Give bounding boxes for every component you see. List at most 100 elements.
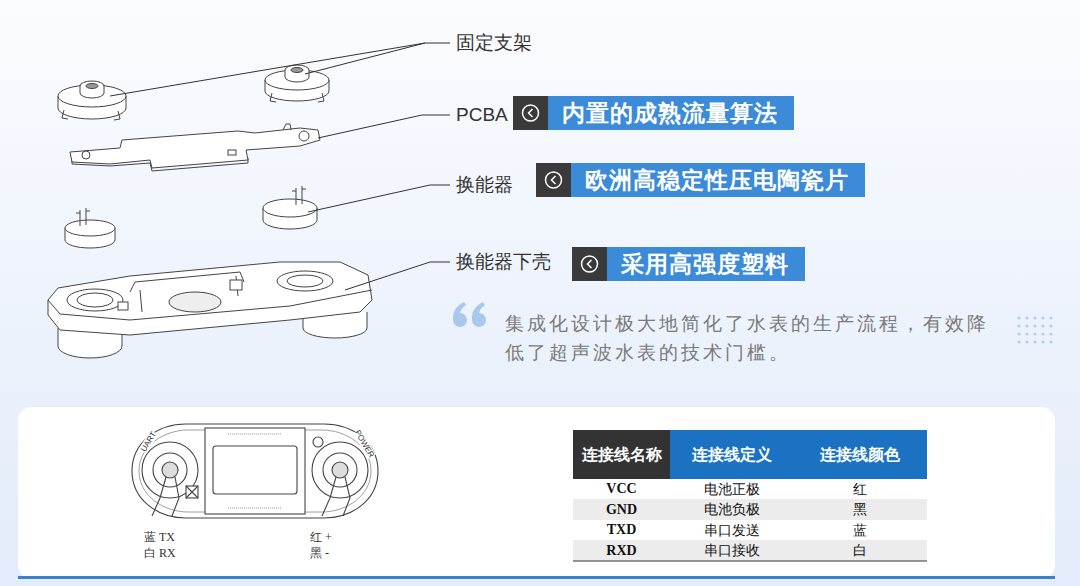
quote-text: 集成化设计极大地简化了水表的生产流程，有效降低了超声波水表的技术门槛。 [505,312,989,363]
table-row [573,499,927,520]
part-name: PCBA [456,104,508,125]
table-cell: 黑 [853,501,867,517]
transducer-top [65,220,115,236]
header-text: 连接线颜色 [814,430,906,479]
wire-label: 黑 - [310,546,329,560]
module-top-view [132,424,378,518]
table-cell: 白 [853,542,867,558]
leader-line [110,43,450,96]
table-cell-box: 白 [793,540,927,561]
part-name-box: PCBA [456,102,508,127]
table-cell: 电池正极 [704,481,760,497]
module-center [205,428,305,514]
banner-icon [572,247,607,281]
table-cell-box: 电池正极 [670,479,793,499]
table-header-cell: 连接线名称 [573,430,670,479]
bracket-left [58,81,126,120]
port-ring [312,442,368,498]
header-text: 连接线定义 [686,430,778,479]
housing-rib [130,272,244,312]
lower-housing [48,262,372,358]
icon-ground [536,163,571,197]
part-name-box: 换能器下壳 [456,249,551,274]
transducer-pin [76,208,90,226]
table-row [573,520,927,540]
bottom-panel [18,407,1055,579]
banner-text: 内置的成熟流量算法 [548,96,792,130]
pcba-outline [70,128,320,168]
icon-chevron [588,260,592,268]
banner-text: 采用高强度塑料 [607,247,803,281]
icon-ring [546,172,562,188]
table-cell-box: 电池负极 [670,499,793,520]
quote-tail [472,302,485,320]
table-cell: 串口接收 [704,542,760,558]
table-cell: 蓝 [853,522,867,538]
table-cell-box: 串口接收 [670,540,793,561]
part-name-box: 固定支架 [456,30,532,55]
table-cell: 串口发送 [704,522,760,538]
wire-label: 蓝 TX [144,530,175,544]
part-name: 固定支架 [456,32,532,53]
pcba-board [70,124,320,171]
module-pad [313,437,323,447]
port-ring [153,453,187,487]
wire-label: 白 RX [144,546,176,560]
leader-line [308,185,450,212]
bracket-boss [80,81,104,98]
part-name-box: 换能器 [456,172,513,197]
table-cell-box: 串口发送 [670,520,793,540]
table-cell: VCC [606,481,636,496]
quote-tail [453,302,466,320]
housing-socket [230,280,242,290]
housing-cavity [77,293,113,307]
quote-text-box: 集成化设计极大地简化了水表的生产流程，有效降低了超声波水表的技术门槛。 [505,309,1000,367]
wire-label-box: 蓝 TX [144,529,175,545]
pcba-part [228,150,236,155]
housing-cavity [277,271,333,291]
part-name: 换能器下壳 [456,251,551,272]
feature-banner: 内置的成熟流量算法 [513,96,794,130]
table-cell-box: TXD [573,520,670,540]
leader-lines [110,43,450,290]
icon-ground [513,96,548,130]
banner-icon [536,163,571,197]
bracket-hole [86,84,98,89]
module-outline [132,424,378,518]
pcba-pin [283,124,291,130]
module-pad [186,486,198,498]
housing-center [169,292,221,312]
table-cell: 红 [853,481,867,497]
icon-ring [582,256,598,272]
feature-banner: 欧洲高稳定性压电陶瓷片 [536,163,865,197]
table-row [573,479,927,499]
transducer-pin [292,186,306,205]
port-core [162,462,178,478]
icon-chevron [552,176,556,184]
housing-cavity [67,289,123,311]
module-print [228,434,282,508]
table-cell-box: GND [573,499,670,520]
header-text: 连接线名称 [576,430,668,479]
banner-icon [513,96,548,130]
part-name: 换能器 [456,174,513,195]
transducer-right [263,186,317,229]
icon-ring [523,105,539,121]
bracket-leg [270,93,324,102]
port-ring [142,442,198,498]
bracket-leg [62,110,120,120]
table-rule [573,561,927,562]
wire-label-box: 白 RX [144,545,176,561]
table-cell: 电池负极 [704,501,760,517]
table-cell-box: 红 [793,479,927,499]
housing-socket [118,302,128,310]
banner-text: 欧洲高稳定性压电陶瓷片 [571,163,863,197]
transducer-top [263,199,317,217]
housing-cavity [287,275,323,287]
quote-mark [453,302,486,327]
panel-rule [18,576,1055,579]
